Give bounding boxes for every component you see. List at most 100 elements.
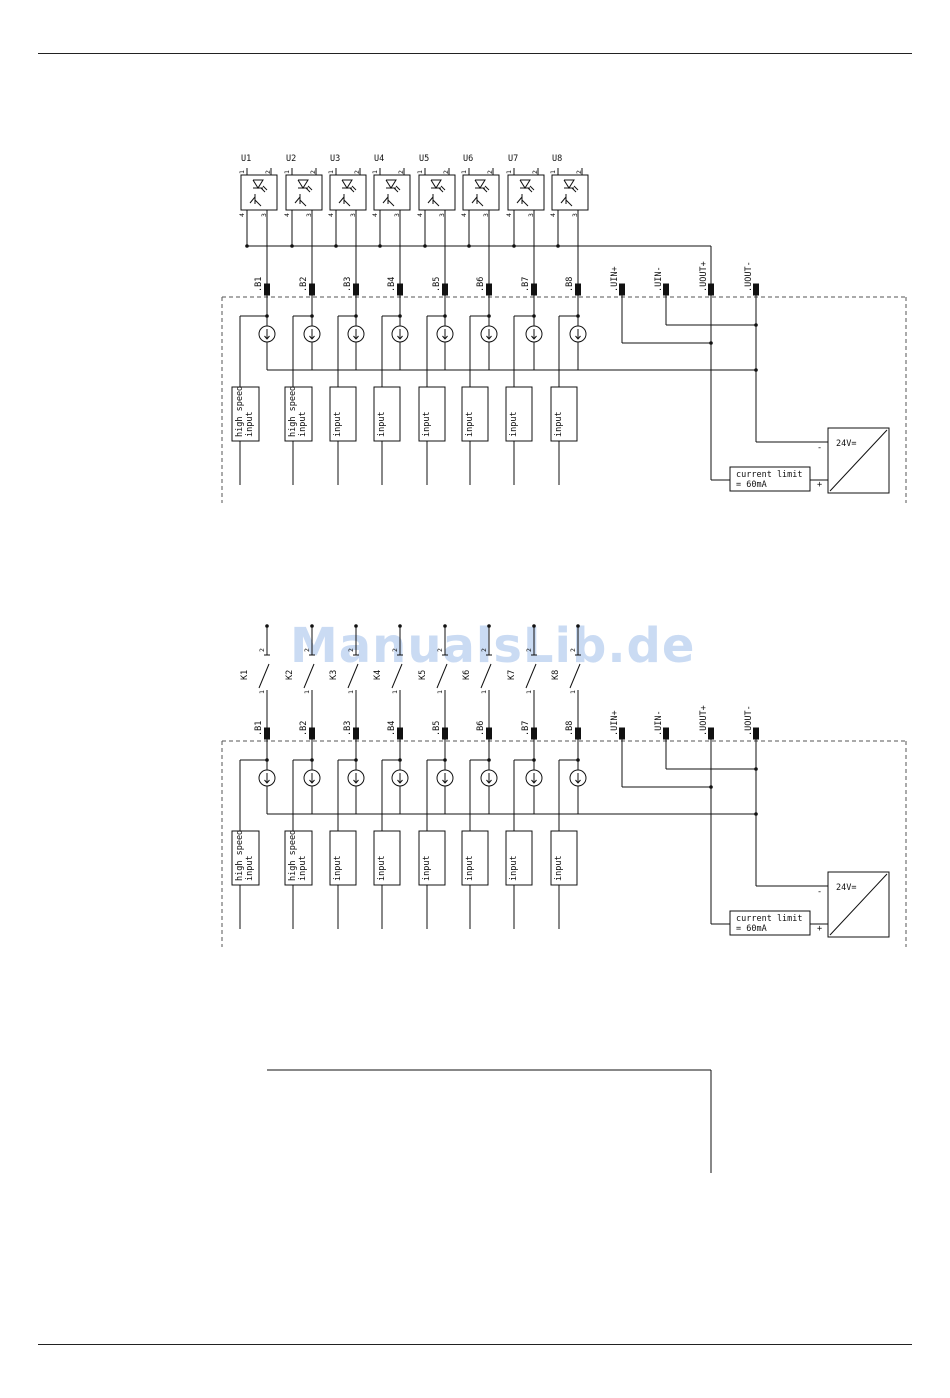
terminal-block	[575, 283, 581, 296]
opto-label: U3	[330, 154, 340, 164]
power-supply-box	[827, 871, 890, 938]
led-emission	[571, 187, 577, 193]
relay-switch	[391, 663, 403, 689]
pin-label: 2	[525, 648, 533, 652]
input-box	[550, 830, 578, 886]
input-box-label: input	[377, 411, 387, 437]
current-arrow-head	[442, 779, 448, 784]
input-box	[284, 830, 313, 886]
transistor-leg	[294, 196, 301, 204]
led-emission	[351, 185, 357, 191]
led-emission	[307, 185, 313, 191]
junction-dot	[354, 624, 358, 628]
input-box-label: high speed	[288, 830, 298, 881]
opto-label: U4	[374, 154, 384, 164]
input-box-label: input	[554, 855, 564, 881]
current-arrow-head	[531, 335, 537, 340]
input-box	[550, 386, 578, 442]
transistor-leg	[432, 199, 440, 207]
transistor-leg	[249, 196, 256, 204]
current-arrow-head	[486, 779, 492, 784]
transistor-leg	[565, 199, 573, 207]
pin-label: 1	[416, 170, 424, 174]
input-box-label: high speed	[288, 386, 298, 437]
pin-label: 4	[283, 213, 291, 217]
led-emission	[482, 187, 488, 193]
current-limit-label: current limit	[736, 914, 803, 924]
relay-switch	[258, 663, 270, 689]
transistor-leg	[521, 199, 529, 207]
terminal-block	[353, 283, 359, 296]
pin-label: 3	[527, 213, 535, 217]
opto-label: U6	[463, 154, 473, 164]
relay-switch	[480, 663, 492, 689]
input-box-label: input	[333, 855, 343, 881]
relay-label: K6	[462, 670, 472, 680]
input-box	[329, 386, 357, 442]
current-limit-value: = 60mA	[736, 480, 767, 490]
led-emission	[349, 187, 355, 193]
pin-label: 2	[397, 170, 405, 174]
pin-label: 2	[264, 170, 272, 174]
input-box	[418, 830, 446, 886]
led-emission	[573, 185, 579, 191]
pin-label: 4	[505, 213, 513, 217]
input-box-label: input	[422, 411, 432, 437]
pin-label: 4	[327, 213, 335, 217]
power-terminal-label: .UOUT+	[699, 705, 709, 736]
input-box-label: high speed	[235, 830, 245, 881]
transistor-leg	[254, 199, 262, 207]
input-box-label: input	[465, 855, 475, 881]
input-box	[505, 386, 533, 442]
pin-label: 1	[525, 690, 533, 694]
power-terminal-block	[753, 283, 759, 296]
power-terminal-label: .UOUT+	[699, 261, 709, 292]
current-limit-box	[729, 466, 811, 492]
current-limit-box	[729, 910, 811, 936]
terminal-label: .B6	[476, 277, 486, 292]
input-box	[231, 830, 260, 886]
relay-label: K3	[329, 670, 339, 680]
terminal-block	[442, 727, 448, 740]
relay-label: K4	[373, 670, 383, 680]
current-arrow-head	[264, 335, 270, 340]
optocoupler-box	[418, 174, 456, 211]
power-terminal-block	[663, 727, 669, 740]
terminal-label: .B8	[565, 721, 575, 736]
input-box	[373, 386, 401, 442]
opto-label: U7	[508, 154, 518, 164]
pin-label: 2	[303, 648, 311, 652]
junction-dot	[443, 624, 447, 628]
led-emission	[393, 187, 399, 193]
pin-label: 2	[309, 170, 317, 174]
input-box	[505, 830, 533, 886]
transistor-leg	[427, 196, 434, 204]
psu-diagonal	[829, 873, 888, 936]
pin-label: 1	[238, 170, 246, 174]
input-box	[231, 386, 260, 442]
current-arrow-head	[575, 779, 581, 784]
terminal-label: .B5	[432, 721, 442, 736]
pin-label: 1	[327, 170, 335, 174]
pin-label: 3	[571, 213, 579, 217]
transistor-leg	[516, 196, 523, 204]
power-terminal-label: .UOUT-	[744, 705, 754, 736]
pin-label: 1	[505, 170, 513, 174]
input-box-label: high speed	[235, 386, 245, 437]
relay-switch	[347, 663, 359, 689]
input-box	[461, 830, 489, 886]
pin-label: 2	[391, 648, 399, 652]
pin-label: 2	[480, 648, 488, 652]
terminal-label: .B1	[254, 721, 264, 736]
power-terminal-label: .UIN-	[654, 266, 664, 292]
led-symbol	[297, 179, 309, 189]
led-symbol	[474, 179, 486, 189]
relay-label: K5	[418, 670, 428, 680]
power-terminal-block	[619, 283, 625, 296]
opto-label: U5	[419, 154, 429, 164]
power-terminal-block	[708, 727, 714, 740]
led-symbol	[385, 179, 397, 189]
relay-switch	[525, 663, 537, 689]
pin-label: 1	[549, 170, 557, 174]
